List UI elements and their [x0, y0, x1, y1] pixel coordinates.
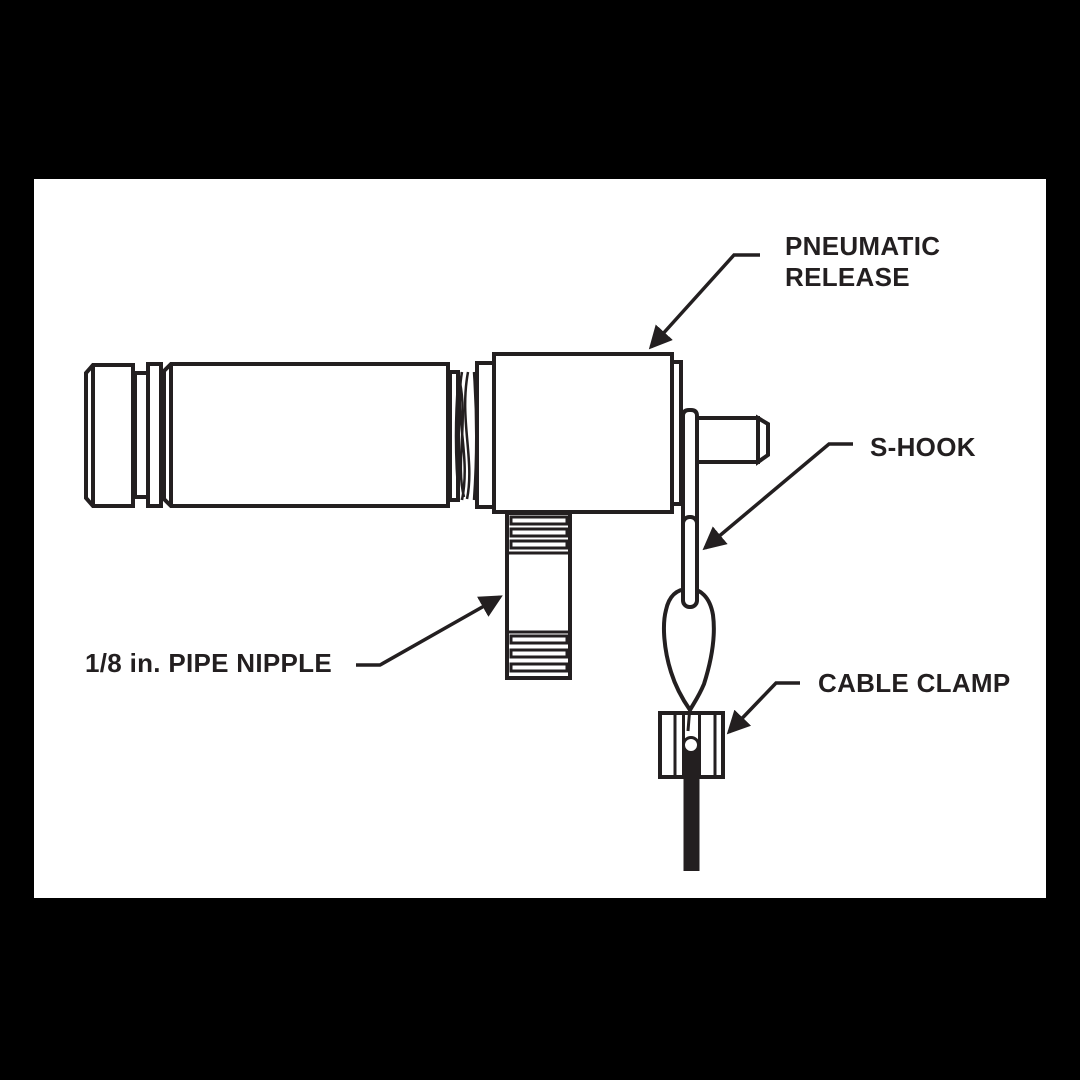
- leader-lines: [356, 253, 853, 735]
- coupling-collar: [448, 370, 460, 502]
- pipe-nipple-label: 1/8 in. PIPE NIPPLE: [85, 648, 332, 678]
- cylinder-assembly: [84, 361, 497, 509]
- pneumatic-release-block: [492, 352, 683, 514]
- release-pin: [695, 414, 770, 466]
- clamp-screw-hole: [682, 736, 700, 754]
- pneumatic-release-label-line2: RELEASE: [785, 262, 910, 292]
- s-hook-tip: [686, 705, 692, 732]
- pneumatic-release-diagram: [84, 253, 853, 871]
- pneumatic-release-leader: [648, 253, 760, 350]
- block-side-flange: [670, 360, 683, 506]
- cable: [683, 750, 700, 871]
- retaining-ring-2: [146, 362, 163, 508]
- cylinder-body: [162, 362, 450, 508]
- s-hook-leader: [702, 442, 853, 551]
- cable-clamp-label: CABLE CLAMP: [818, 668, 1011, 698]
- pneumatic-release-label: PNEUMATIC RELEASE: [785, 231, 940, 293]
- diagram-panel: PNEUMATIC RELEASE S-HOOK CABLE CLAMP 1/8…: [34, 179, 1046, 898]
- pipe-nipple: [505, 511, 572, 680]
- pipe-nipple-leader: [356, 595, 503, 667]
- hook-bar: [681, 408, 699, 524]
- cable-clamp-leader: [726, 681, 800, 735]
- s-hook-label: S-HOOK: [870, 432, 976, 462]
- s-hook-loop: [661, 586, 716, 732]
- s-hook-shank: [681, 515, 699, 609]
- pneumatic-release-label-line1: PNEUMATIC: [785, 231, 941, 261]
